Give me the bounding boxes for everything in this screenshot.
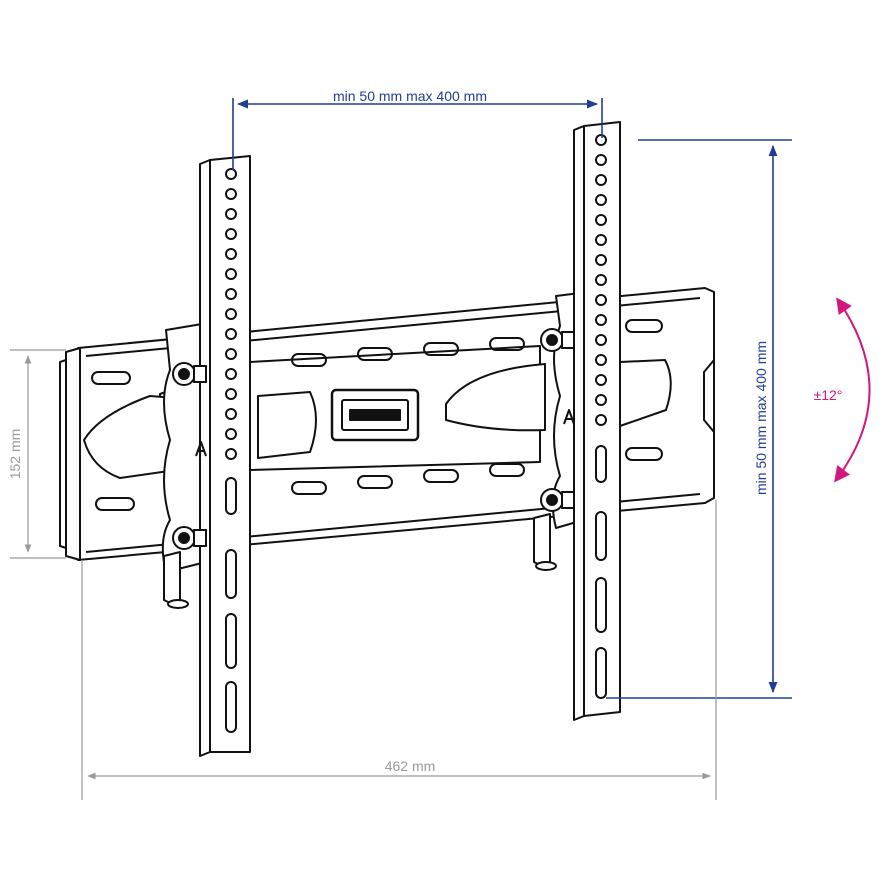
plate-height-label: 152 mm — [7, 429, 23, 480]
left-arm-bolts — [163, 362, 207, 609]
curved-double-arrow-icon — [834, 297, 871, 483]
left-arm-holes — [225, 168, 237, 733]
horizontal-spacing-dimension: min 50 mm max 400 mm — [232, 88, 603, 170]
plate-height-dimension: 152 mm — [7, 349, 66, 559]
right-arm — [533, 121, 621, 721]
tilt-indicator: ±12° — [814, 297, 871, 483]
tilt-angle-label: ±12° — [814, 387, 843, 403]
right-arm-bolts — [533, 328, 575, 571]
right-arm-holes — [595, 134, 607, 699]
vertical-spacing-dimension: min 50 mm max 400 mm — [606, 139, 792, 699]
plate-width-label: 462 mm — [385, 758, 436, 774]
bottom-slot-row — [95, 447, 663, 511]
center-lock — [330, 388, 420, 442]
horizontal-spacing-label: min 50 mm max 400 mm — [333, 88, 487, 104]
left-arm — [161, 155, 251, 757]
plate-width-dimension: 462 mm — [81, 500, 717, 800]
vertical-spacing-label: min 50 mm max 400 mm — [753, 341, 769, 495]
top-slot-row — [91, 319, 663, 385]
